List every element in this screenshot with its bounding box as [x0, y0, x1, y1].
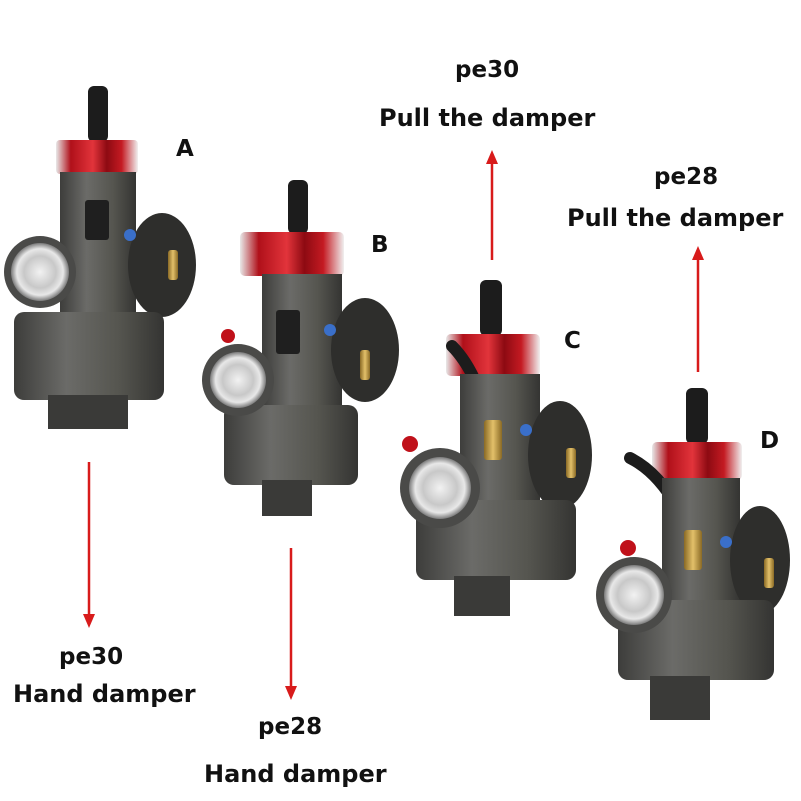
- label-letter-b: B: [371, 232, 389, 258]
- caption-b-model: pe28: [258, 714, 323, 740]
- carburetor-image-c: [400, 280, 592, 616]
- label-letter-a: A: [176, 136, 194, 162]
- arrow-d-up: [692, 246, 704, 372]
- caption-b-type: Hand damper: [204, 760, 387, 788]
- arrow-a-down: [83, 462, 95, 628]
- arrow-b-down: [285, 548, 297, 700]
- caption-d-type: Pull the damper: [567, 204, 784, 232]
- label-letter-d: D: [760, 428, 780, 454]
- caption-c-model: pe30: [455, 57, 520, 83]
- carburetor-image-b: [202, 180, 399, 516]
- arrow-c-up: [486, 150, 498, 260]
- caption-a-type: Hand damper: [13, 680, 196, 708]
- caption-d-model: pe28: [654, 164, 719, 190]
- carburetor-image-a: [4, 86, 196, 429]
- label-letter-c: C: [564, 328, 581, 354]
- caption-c-type: Pull the damper: [379, 104, 596, 132]
- caption-a-model: pe30: [59, 644, 124, 670]
- carburetor-image-d: [596, 388, 790, 720]
